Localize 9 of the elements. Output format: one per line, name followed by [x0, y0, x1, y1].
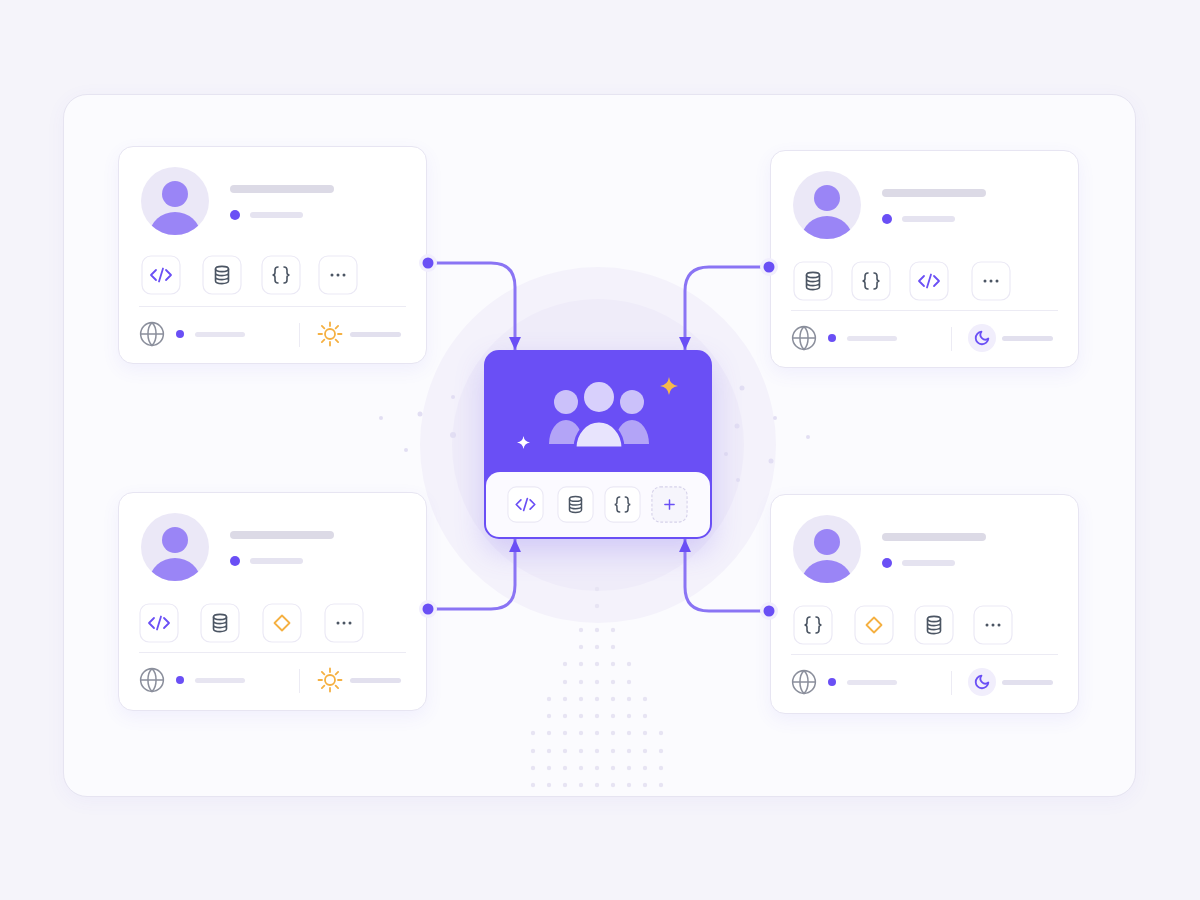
profile-card [770, 494, 1079, 714]
arrow [419, 254, 521, 350]
profile-card [118, 492, 427, 711]
arrow [679, 258, 778, 350]
profile-card [118, 146, 427, 364]
profile-card [770, 150, 1079, 368]
arrow [419, 539, 521, 618]
arrow [679, 539, 778, 620]
team-card [484, 350, 712, 539]
